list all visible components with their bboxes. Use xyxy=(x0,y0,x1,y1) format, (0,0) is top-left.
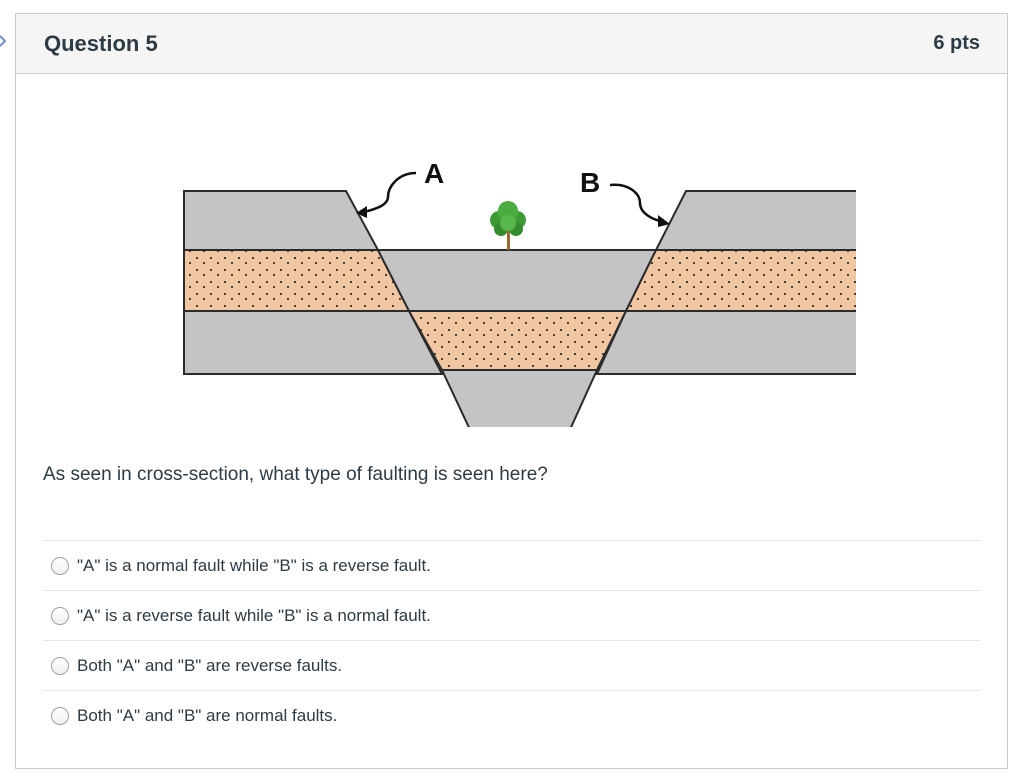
answer-option[interactable]: "A" is a reverse fault while "B" is a no… xyxy=(43,590,980,640)
answer-option[interactable]: Both "A" and "B" are normal faults. xyxy=(43,690,980,740)
answer-label: "A" is a reverse fault while "B" is a no… xyxy=(77,605,431,625)
arrow-b-icon xyxy=(609,183,670,227)
answer-list: "A" is a normal fault while "B" is a rev… xyxy=(43,540,980,740)
answer-label: "A" is a normal fault while "B" is a rev… xyxy=(77,555,431,575)
question-text: As seen in cross-section, what type of f… xyxy=(43,464,548,485)
center-fault-block xyxy=(376,249,658,427)
radio-button[interactable] xyxy=(51,706,69,725)
answer-option[interactable]: Both "A" and "B" are reverse faults. xyxy=(43,640,980,690)
radio-button[interactable] xyxy=(51,606,69,625)
fault-label-a: A xyxy=(424,158,444,189)
left-fault-block xyxy=(183,190,444,375)
question-header: Question 5 6 pts xyxy=(16,14,1007,74)
fault-label-b: B xyxy=(580,167,600,198)
radio-button[interactable] xyxy=(51,556,69,575)
question-points: 6 pts xyxy=(933,32,980,54)
fault-cross-section-diagram: A B xyxy=(183,158,856,427)
arrow-a-icon xyxy=(356,171,417,218)
tree-icon xyxy=(490,201,526,250)
right-fault-block xyxy=(595,190,856,375)
question-title: Question 5 xyxy=(44,30,158,56)
answer-label: Both "A" and "B" are reverse faults. xyxy=(77,655,343,675)
question-card: Question 5 6 pts xyxy=(15,13,1008,769)
answer-option[interactable]: "A" is a normal fault while "B" is a rev… xyxy=(43,540,980,590)
radio-button[interactable] xyxy=(51,656,69,675)
chevron-right-icon xyxy=(0,35,6,47)
answer-label: Both "A" and "B" are normal faults. xyxy=(77,705,338,725)
